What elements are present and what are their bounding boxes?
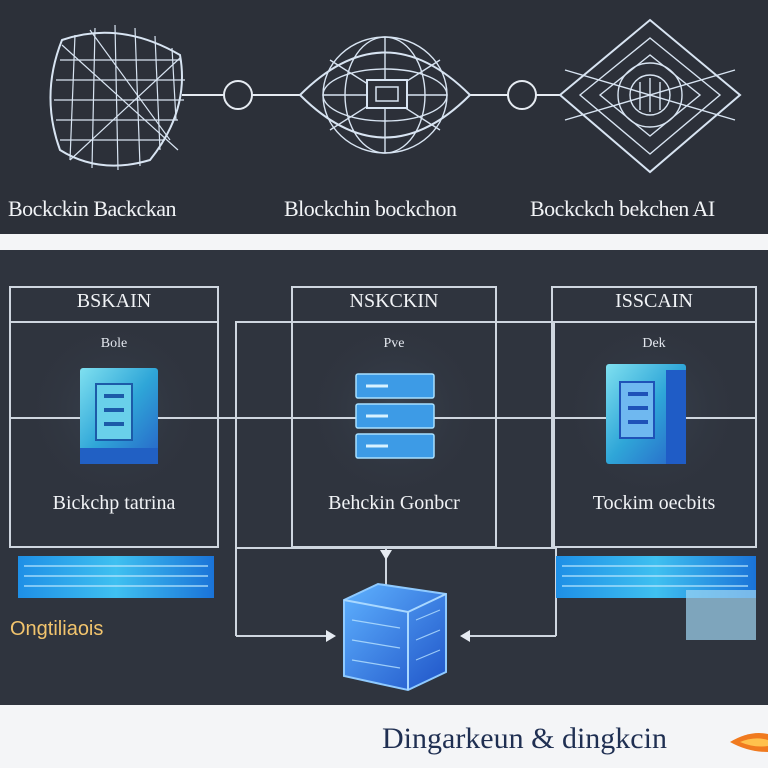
top-node-label-2: Blockchin bockchon [284,196,457,221]
panel-3-subtitle: Dek [642,336,666,351]
panel-1-caption: Bickchp tatrina [52,492,176,514]
panel-3 [551,286,757,548]
cube-icon [343,582,447,692]
footer-title: Dingarkeun & dingkcin [382,722,667,755]
panel-1-title: BSKAIN [76,290,152,312]
panel-2-subtitle: Pve [383,336,405,351]
panel-2-caption: Behckin Gonbcr [328,492,460,514]
arrow-down [380,550,392,560]
panel-2-title: NSKCKIN [349,290,439,312]
network-mesh-icon [49,24,185,171]
connector-node-right [507,80,537,110]
connector-node-left [223,80,253,110]
footer-bar [0,705,768,768]
blue-data-bar-left [18,556,214,598]
blue-data-bar-right [556,556,756,640]
top-node-label-1: Bockckin Backckan [8,196,177,221]
panel-3-title: ISSCAIN [615,290,693,312]
server-stack-icon [355,373,435,459]
panel-3-caption: Tockim oecbits [592,492,716,514]
panel-1 [9,286,219,548]
side-label: Ongtiliaois [10,618,104,640]
panel-1-subtitle: Bole [100,336,128,351]
layered-diamond-icon [558,18,742,174]
flame-icon [730,733,768,752]
top-section-background [0,0,768,236]
section-divider [0,234,768,250]
sphere-document-icon [298,36,472,154]
top-node-label-3: Bockckch bekchen AI [530,196,715,221]
arrow-from-cube [460,630,470,642]
server-card-icon [80,368,158,464]
document-card-icon [606,364,686,464]
arrow-to-cube [326,630,336,642]
panel-2 [291,286,497,548]
